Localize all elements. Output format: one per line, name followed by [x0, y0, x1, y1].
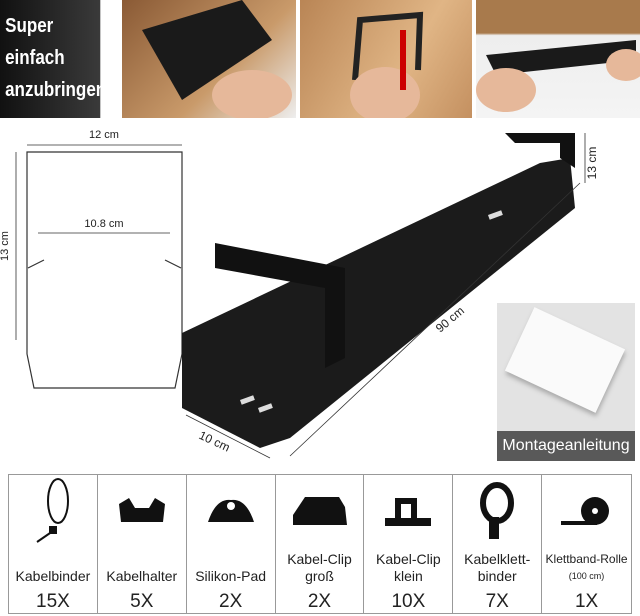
kit-item: Kabelbinder 15X	[9, 475, 98, 613]
small-cable-clip-icon	[364, 475, 452, 547]
velcro-roll-icon	[542, 475, 631, 547]
kit-item-name-line2: binder	[477, 568, 517, 584]
cable-holder-icon	[98, 475, 186, 547]
cable-tray	[182, 133, 575, 448]
slogan: Super einfach anzubringen	[0, 0, 107, 118]
kit-item: Kabelklett-binder 7X	[453, 475, 543, 613]
slogan-line: einfach	[5, 47, 65, 69]
velcro-strap-icon	[453, 475, 541, 547]
silicone-pad-icon	[187, 475, 275, 547]
kit-item-qty: 7X	[485, 591, 509, 612]
depth-label: 10 cm	[197, 428, 233, 455]
kit-item-name: Silikon-Pad	[195, 568, 267, 584]
kit-item-name: Kabelhalter	[106, 568, 178, 584]
photo-strip: Super einfach anzubringen	[0, 0, 640, 118]
kit-item-name: Klettband-Rolle	[545, 552, 628, 566]
kit-item-name: Kabel-Clip	[376, 551, 441, 567]
kit-item-qty: 2X	[307, 591, 332, 612]
assembly-manual: Montageanleitung	[497, 303, 635, 461]
photo-mounted-tray	[476, 0, 640, 118]
kit-item: Kabelhalter 5X	[98, 475, 187, 613]
slogan-line: anzubringen	[5, 79, 107, 101]
cross-section	[15, 144, 183, 389]
kit-item-qty: 10X	[391, 591, 426, 612]
kit-item-name-line2: klein	[393, 568, 423, 584]
kit-item-qty: 1X	[574, 591, 599, 612]
dimension-diagram: 12 cm 10.8 cm 13 cm 90 cm 10 cm 13 cm	[0, 118, 640, 470]
height-left-label: 13 cm	[0, 231, 11, 261]
kit-item-qty: 2X	[219, 591, 243, 612]
kit-item-name-line2: groß	[305, 568, 334, 584]
kit-item-qty: 5X	[130, 591, 154, 612]
kit-item: Klettband-Rolle (100 cm) 1X	[542, 475, 631, 613]
kit-item-name: Kabelklett-	[464, 551, 531, 567]
large-cable-clip-icon	[276, 475, 364, 547]
photo-pencil-marking	[122, 0, 296, 118]
manual-booklet	[504, 307, 626, 413]
kit-item-name: Kabelbinder	[15, 568, 91, 584]
width-inner-label: 10.8 cm	[84, 218, 123, 230]
height-right-label: 13 cm	[585, 147, 599, 180]
accessory-kit: Kabelbinder 15X Kabelhalter 5X Silikon-P…	[8, 474, 632, 614]
manual-label: Montageanleitung	[497, 431, 635, 461]
kit-item-qty: 15X	[36, 591, 70, 612]
cable-tie-icon	[9, 475, 97, 547]
kit-item-note: (100 cm)	[568, 571, 605, 581]
width-top-label: 12 cm	[89, 129, 119, 141]
slogan-line: Super	[5, 15, 54, 37]
kit-item: Silikon-Pad 2X	[187, 475, 276, 613]
kit-item-name: Kabel-Clip	[287, 551, 352, 567]
photo-screwing	[300, 0, 472, 118]
